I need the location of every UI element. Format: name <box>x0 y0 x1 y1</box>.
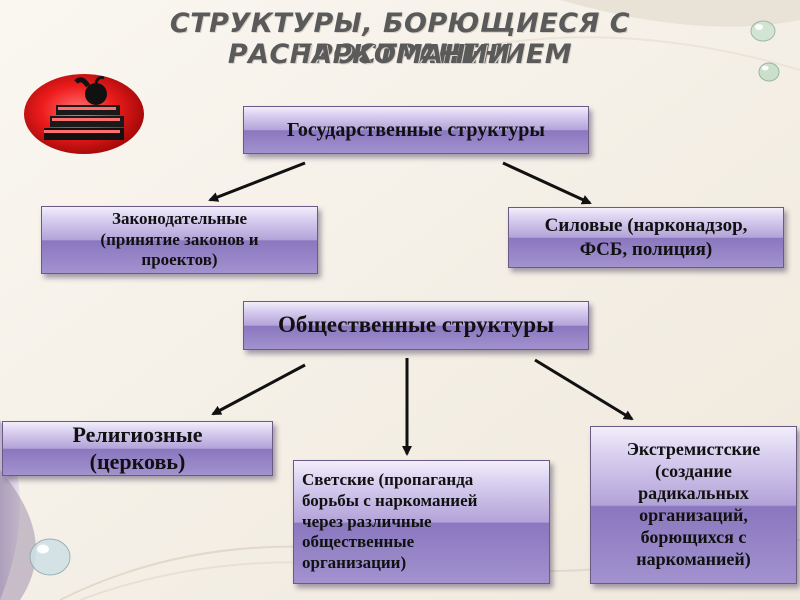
node-public-structures: Общественные структуры <box>243 301 589 350</box>
node-extremist: Экстремистские (создание радикальных орг… <box>590 426 797 584</box>
water-drop-icon <box>26 535 74 579</box>
node-secular: Светские (пропаганда борьбы с наркомание… <box>293 460 550 584</box>
node-label: Законодательные (принятие законов и прое… <box>100 209 258 271</box>
node-government-structures: Государственные структуры <box>243 106 589 154</box>
node-label: Религиозные (церковь) <box>72 422 202 476</box>
node-religious: Религиозные (церковь) <box>2 421 273 476</box>
node-label: Экстремистские (создание радикальных орг… <box>627 439 761 571</box>
page-title-line2: НАРКОМАНИИ <box>0 40 800 70</box>
node-label: Государственные структуры <box>287 118 545 142</box>
node-label: Светские (пропаганда борьбы с наркомание… <box>302 470 477 574</box>
node-legislative: Законодательные (принятие законов и прое… <box>41 206 318 274</box>
node-label: Силовые (нарконадзор, ФСБ, полиция) <box>545 214 748 260</box>
books-icon <box>22 72 146 156</box>
node-label: Общественные структуры <box>278 311 554 339</box>
node-power: Силовые (нарконадзор, ФСБ, полиция) <box>508 207 784 268</box>
